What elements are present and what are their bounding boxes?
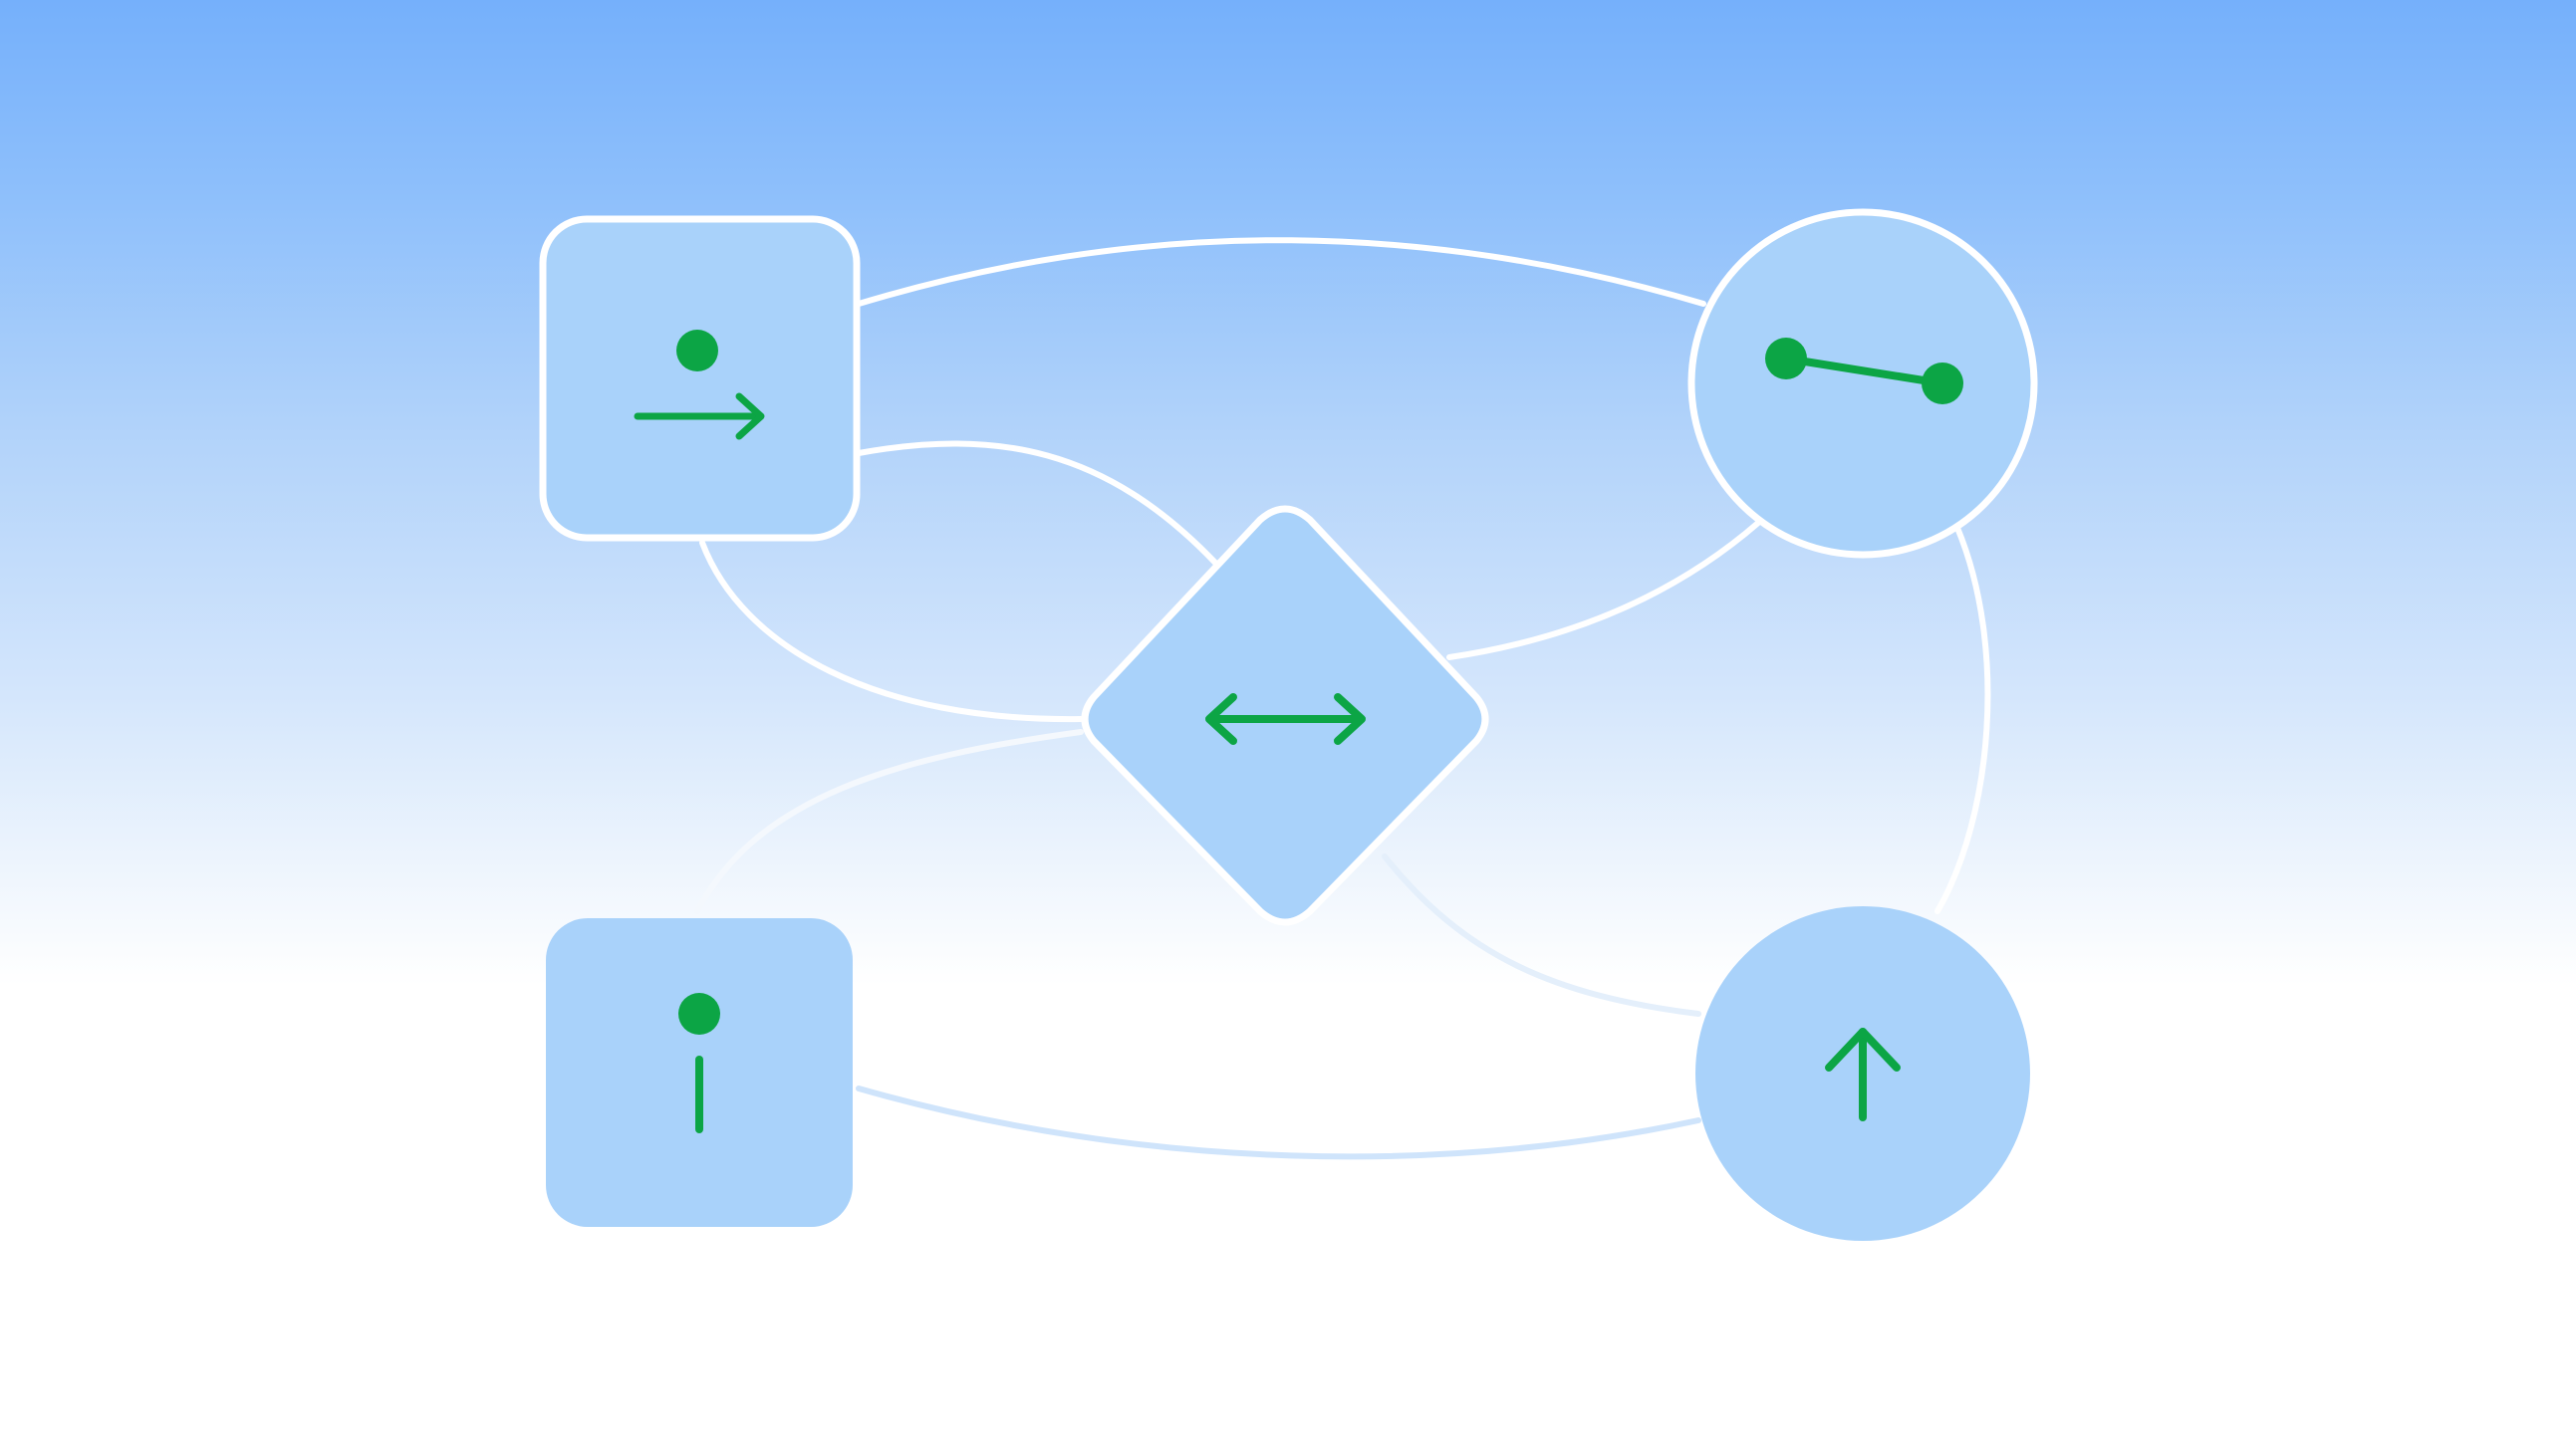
edge-bottom-left-to-bottom-right — [856, 1086, 1701, 1160]
edge-top-right-to-bottom-right — [1934, 525, 1991, 914]
edge-top-left-to-top-right — [856, 237, 1706, 307]
dot-right-arrow-icon — [634, 330, 765, 440]
node-top-right-circle[interactable] — [1687, 208, 2038, 559]
up-arrow-icon — [1825, 1028, 1901, 1121]
edge-diamond-to-bottom-right — [1382, 853, 1701, 1017]
info-icon — [678, 993, 720, 1133]
node-top-left-square[interactable] — [539, 215, 861, 542]
edge-diamond-to-bottom-left — [694, 729, 1084, 914]
double-arrow-icon — [1205, 693, 1366, 745]
edge-top-left-to-diamond-upper — [856, 440, 1218, 566]
node-bottom-left-square[interactable] — [546, 918, 853, 1227]
node-bottom-right-circle[interactable] — [1695, 906, 2030, 1241]
edge-diamond-to-top-right — [1446, 520, 1761, 660]
node-center-diamond[interactable] — [1081, 505, 1489, 926]
edge-top-left-to-diamond-lower — [699, 540, 1084, 723]
connected-dots-icon — [1765, 338, 1963, 404]
